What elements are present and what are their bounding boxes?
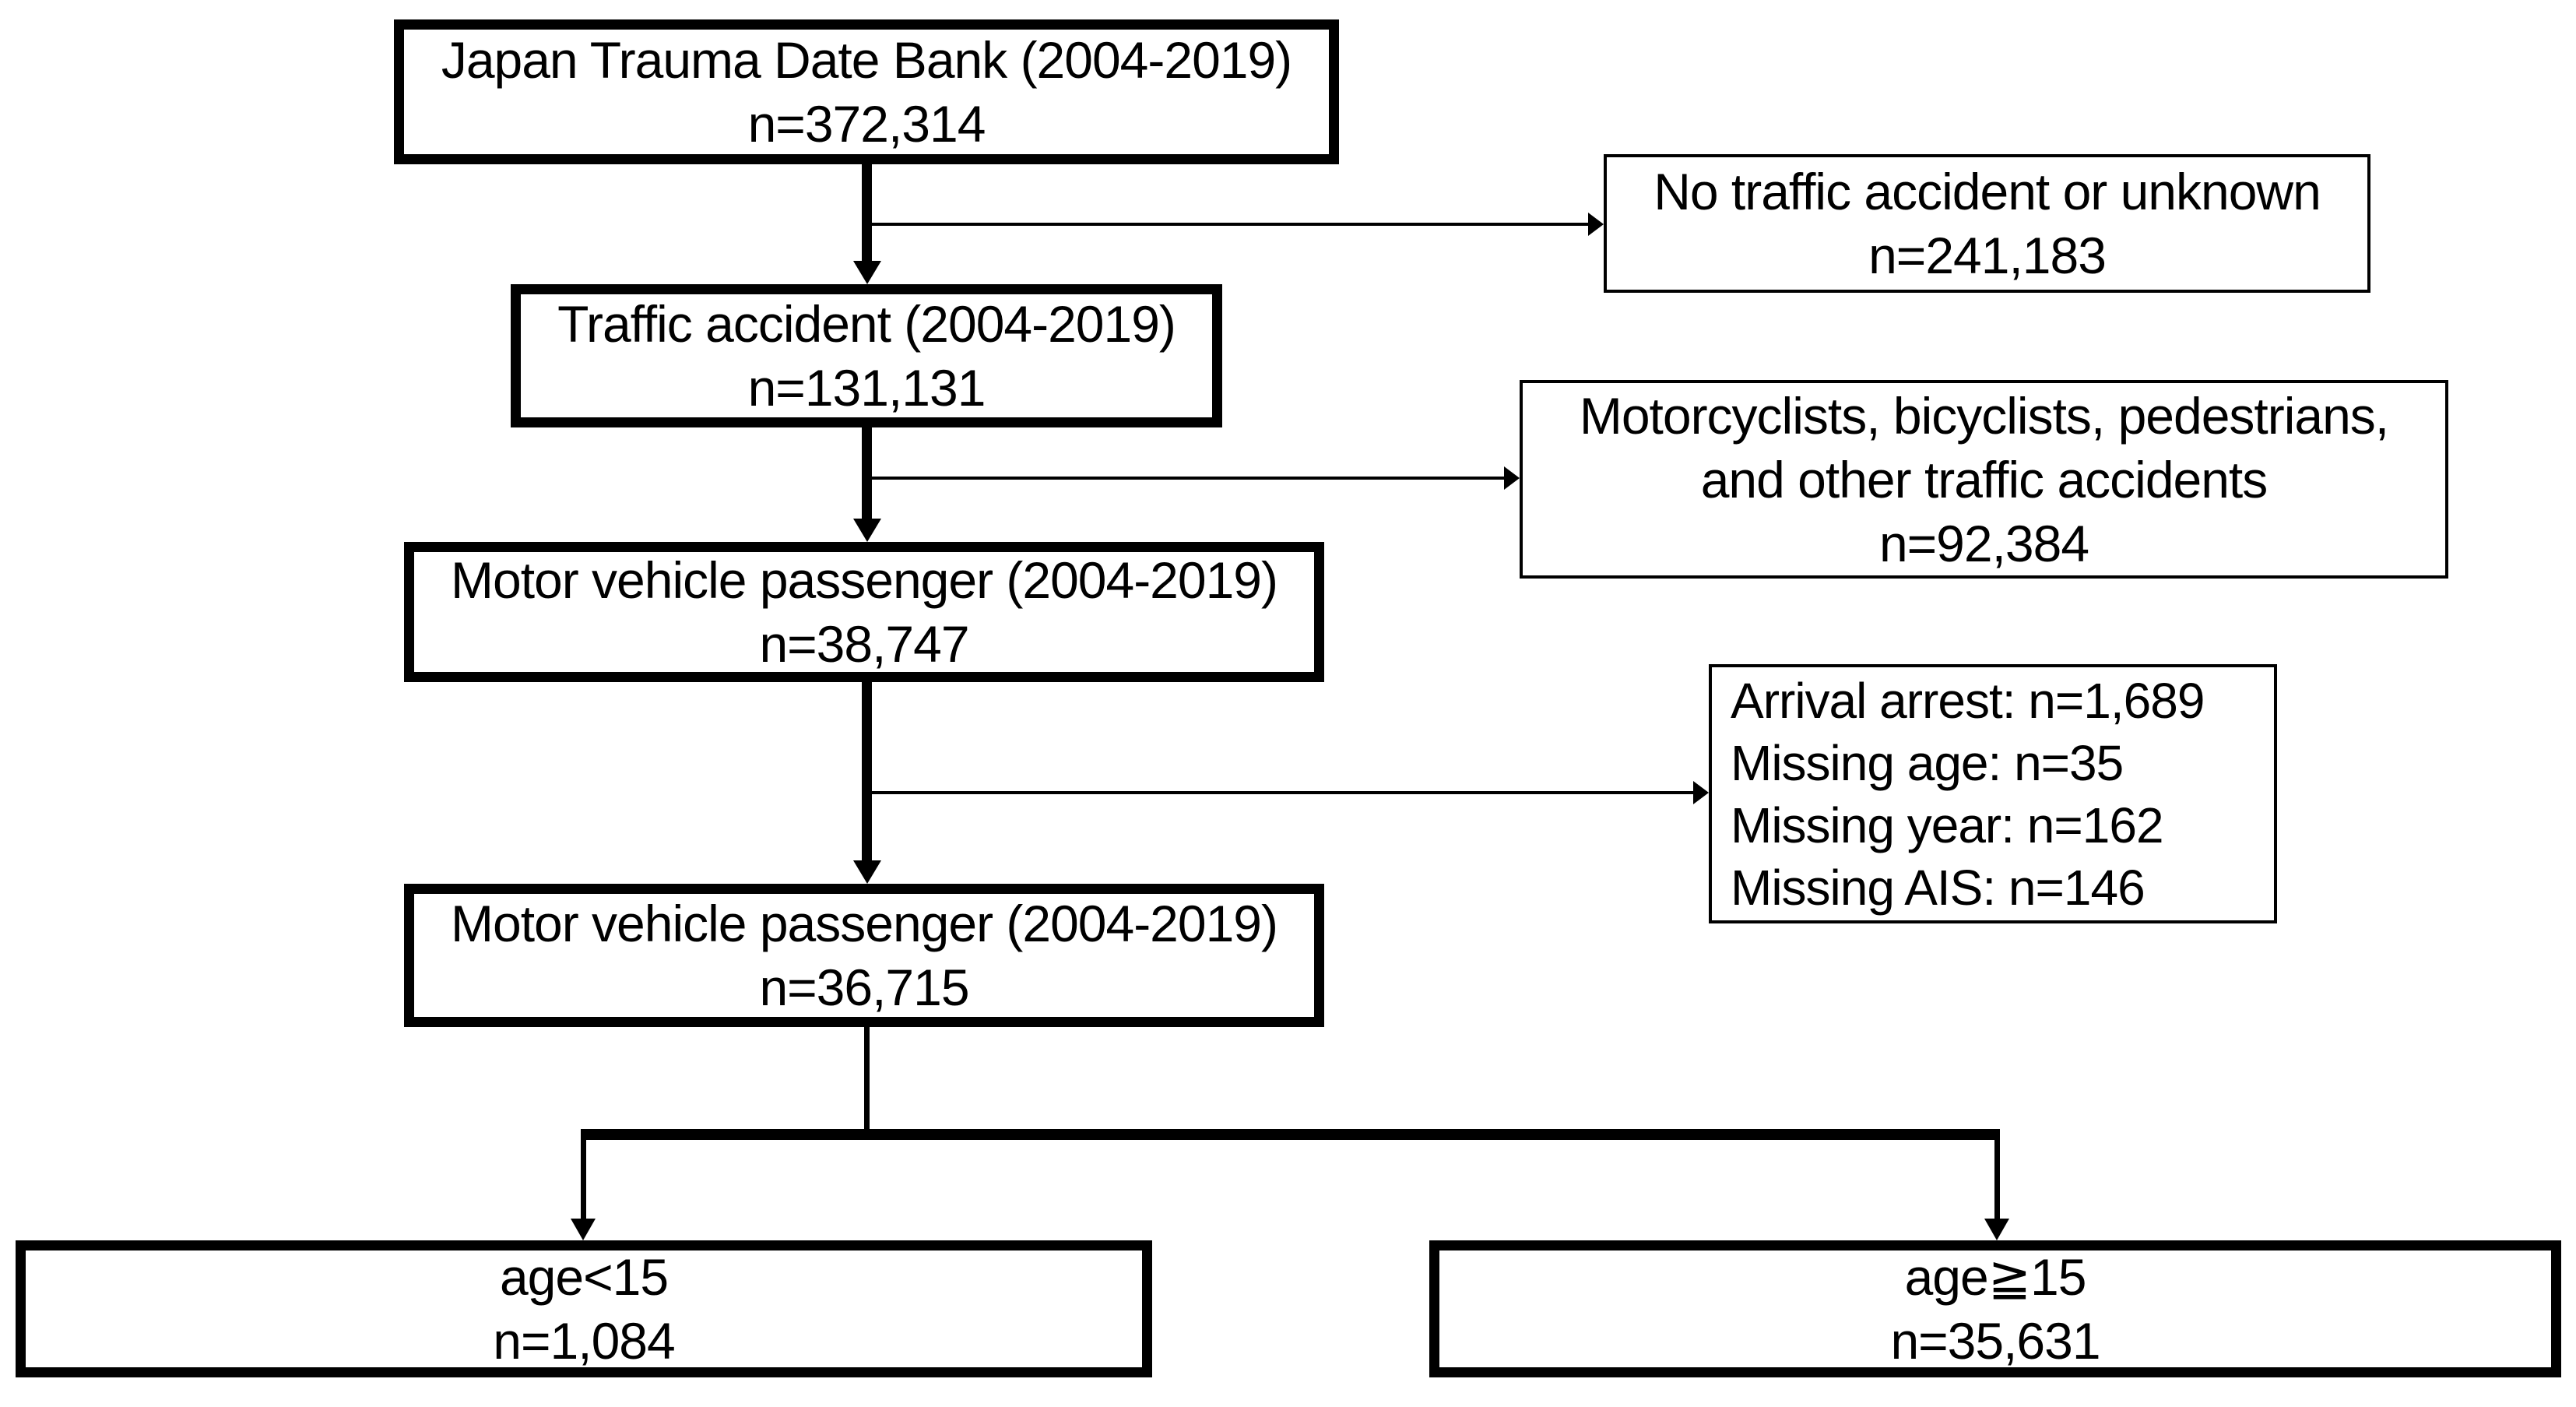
arrowhead-down-icon	[853, 519, 881, 542]
branch-to-exclusions	[867, 791, 1693, 794]
box-title: age≧15	[1904, 1248, 2087, 1306]
split-bar	[581, 1129, 2000, 1140]
box-title-line2: and other traffic accidents	[1700, 450, 2268, 508]
box-exclusions: Arrival arrest: n=1,689 Missing age: n=3…	[1709, 664, 2277, 923]
exclusion-missing-ais: Missing AIS: n=146	[1731, 859, 2145, 916]
box-title: No traffic accident or unknown	[1653, 163, 2321, 220]
box-count: n=36,715	[759, 959, 969, 1016]
box-traffic-accident: Traffic accident (2004-2019) n=131,131	[511, 284, 1222, 427]
box-other-road-users: Motorcyclists, bicyclists, pedestrians, …	[1520, 380, 2448, 579]
connector-split-to-age-15-and-over	[1994, 1134, 2000, 1219]
box-title: Motorcyclists, bicyclists, pedestrians,	[1579, 386, 2389, 445]
exclusion-missing-age: Missing age: n=35	[1731, 734, 2124, 791]
exclusion-arrival-arrest: Arrival arrest: n=1,689	[1731, 672, 2205, 729]
connector-source-to-traffic	[862, 164, 872, 262]
box-title: Traffic accident (2004-2019)	[557, 295, 1176, 353]
branch-to-other-road-users	[867, 477, 1504, 480]
connector-mvp2-to-split	[864, 1027, 870, 1140]
box-japan-trauma-data-bank: Japan Trauma Date Bank (2004-2019) n=372…	[394, 19, 1339, 164]
box-motor-vehicle-passenger-2: Motor vehicle passenger (2004-2019) n=36…	[404, 884, 1324, 1027]
box-count: n=1,084	[493, 1312, 675, 1370]
connector-mvp1-to-mvp2	[862, 682, 872, 862]
box-count: n=38,747	[759, 615, 969, 673]
box-count: n=372,314	[747, 95, 986, 153]
box-title: age<15	[499, 1248, 669, 1306]
box-title: Motor vehicle passenger (2004-2019)	[451, 895, 1278, 952]
arrowhead-right-icon	[1504, 466, 1520, 490]
box-age-under-15: age<15 n=1,084	[16, 1240, 1152, 1377]
box-motor-vehicle-passenger-1: Motor vehicle passenger (2004-2019) n=38…	[404, 542, 1324, 682]
arrowhead-right-icon	[1693, 781, 1709, 804]
box-age-15-and-over: age≧15 n=35,631	[1429, 1240, 2561, 1377]
arrowhead-down-icon	[853, 261, 881, 284]
box-count: n=241,183	[1868, 227, 2107, 284]
box-title: Motor vehicle passenger (2004-2019)	[451, 551, 1278, 609]
branch-to-no-traffic-accident	[867, 223, 1588, 226]
arrowhead-down-icon	[1984, 1219, 2009, 1240]
arrowhead-right-icon	[1588, 213, 1604, 236]
box-no-traffic-accident: No traffic accident or unknown n=241,183	[1604, 154, 2370, 293]
box-count: n=92,384	[1878, 514, 2089, 572]
exclusion-missing-year: Missing year: n=162	[1731, 797, 2164, 853]
box-count: n=35,631	[1890, 1312, 2100, 1370]
box-count: n=131,131	[747, 359, 986, 417]
arrowhead-down-icon	[853, 860, 881, 884]
arrowhead-down-icon	[571, 1219, 596, 1240]
connector-traffic-to-mvp1	[862, 427, 872, 520]
box-title: Japan Trauma Date Bank (2004-2019)	[441, 31, 1292, 89]
connector-split-to-age-under-15	[581, 1134, 586, 1219]
